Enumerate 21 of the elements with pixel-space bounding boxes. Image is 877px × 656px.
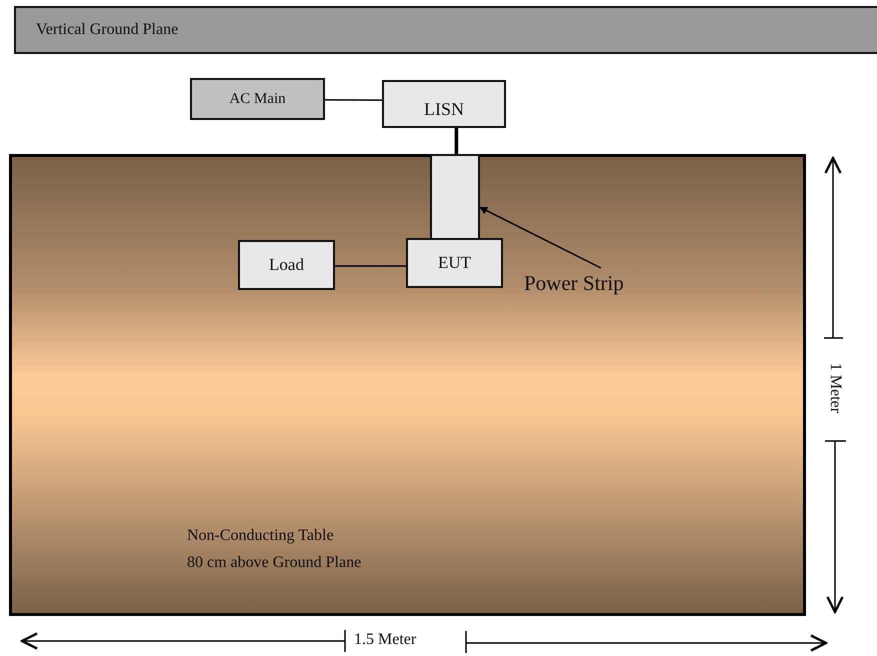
dimension-label: 1 Meter [826, 362, 844, 416]
node-label: LISN [424, 98, 464, 120]
wall-band [14, 6, 877, 54]
leader-line [479, 206, 602, 269]
table-note: 80 cm above Ground Plane [187, 554, 362, 572]
connector-line [325, 99, 382, 101]
process-box [190, 78, 325, 120]
band-title: Vertical Ground Plane [36, 21, 180, 39]
power-strip [430, 154, 480, 240]
node-label: Power Strip [524, 270, 625, 297]
node-label: Load [269, 255, 304, 275]
process-box [238, 240, 335, 290]
node-label: AC Main [229, 90, 286, 108]
process-box [382, 80, 506, 128]
process-box [406, 238, 503, 288]
node-label: EUT [438, 253, 472, 273]
connector-line [335, 265, 406, 267]
dimension-label: 1.5 Meter [354, 631, 416, 649]
table-surface [9, 154, 806, 616]
connector-line [454, 128, 458, 154]
table-note: Non-Conducting Table [187, 527, 334, 545]
